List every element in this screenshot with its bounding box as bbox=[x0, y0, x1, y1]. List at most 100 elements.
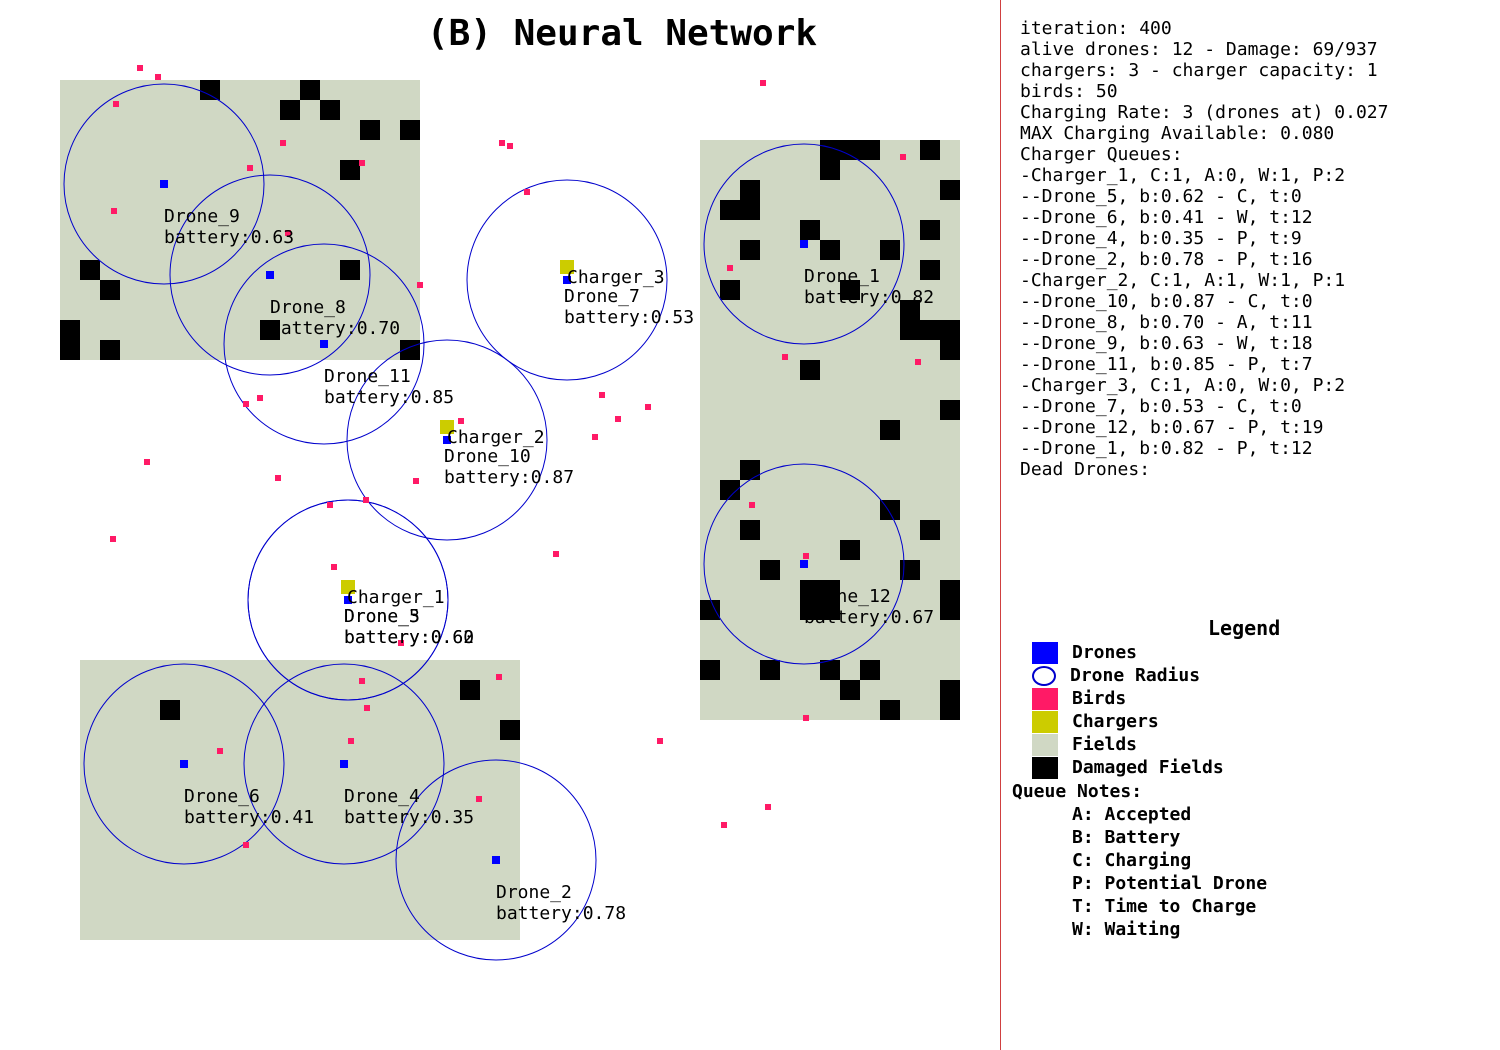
bird bbox=[417, 282, 423, 288]
charger-label: Charger_1 bbox=[347, 587, 445, 608]
damaged-cell bbox=[500, 720, 520, 740]
damaged-cell bbox=[820, 140, 840, 160]
drone-marker bbox=[800, 240, 808, 248]
damaged-cell bbox=[460, 680, 480, 700]
drone-marker bbox=[344, 596, 352, 604]
legend-item: Chargers bbox=[1032, 710, 1159, 733]
damaged-cell bbox=[200, 80, 220, 100]
charger-marker bbox=[440, 420, 454, 434]
drone-radius bbox=[63, 83, 265, 285]
queue-note: T: Time to Charge bbox=[1072, 896, 1257, 917]
bird bbox=[363, 497, 369, 503]
damaged-cell bbox=[880, 240, 900, 260]
damaged-cell bbox=[920, 520, 940, 540]
damaged-cell bbox=[800, 360, 820, 380]
drone-marker bbox=[160, 180, 168, 188]
bird bbox=[803, 715, 809, 721]
legend-label: Drone Radius bbox=[1070, 665, 1201, 686]
damaged-cell bbox=[360, 120, 380, 140]
bird bbox=[364, 705, 370, 711]
stats-line: Dead Drones: bbox=[1020, 459, 1151, 480]
damaged-cell bbox=[280, 100, 300, 120]
bird bbox=[524, 189, 530, 195]
legend-item: Drone Radius bbox=[1032, 664, 1200, 687]
damaged-cell bbox=[940, 580, 960, 600]
damaged-cell bbox=[880, 420, 900, 440]
legend-item: Birds bbox=[1032, 687, 1126, 710]
damaged-cell bbox=[840, 280, 860, 300]
drone-marker bbox=[180, 760, 188, 768]
field-swatch-icon bbox=[1032, 733, 1058, 756]
drone-battery-label: battery:0.82 bbox=[804, 287, 934, 308]
bird bbox=[280, 140, 286, 146]
damaged-cell bbox=[740, 180, 760, 200]
drones-layer bbox=[160, 180, 808, 864]
bird-swatch-icon bbox=[1032, 687, 1058, 710]
damaged-cell bbox=[820, 240, 840, 260]
bird bbox=[348, 738, 354, 744]
legend-label: Drones bbox=[1072, 642, 1138, 663]
bird bbox=[803, 553, 809, 559]
bird bbox=[247, 165, 253, 171]
legend-item: Drones bbox=[1032, 641, 1137, 664]
drone-name-label: Drone_2 bbox=[496, 882, 572, 903]
stats-line: iteration: 400 bbox=[1020, 18, 1172, 39]
legend-label: Damaged Fields bbox=[1072, 757, 1224, 778]
stats-line: Charging Rate: 3 (drones at) 0.027 bbox=[1020, 102, 1389, 123]
stats-line: --Drone_5, b:0.62 - C, t:0 bbox=[1020, 186, 1302, 207]
damaged-cell bbox=[920, 140, 940, 160]
damaged-cell bbox=[920, 320, 940, 340]
charger-marker bbox=[560, 260, 574, 274]
drone-battery-label: battery:0.41 bbox=[184, 807, 314, 828]
drone-name-label: Drone_3 bbox=[344, 606, 420, 627]
damaged-cell bbox=[720, 280, 740, 300]
stats-line: --Drone_7, b:0.53 - C, t:0 bbox=[1020, 396, 1302, 417]
stats-line: --Drone_6, b:0.41 - W, t:12 bbox=[1020, 207, 1313, 228]
bird bbox=[359, 160, 365, 166]
drone-radius-icon bbox=[1032, 665, 1056, 686]
damaged-cell bbox=[860, 660, 880, 680]
bird bbox=[359, 678, 365, 684]
drone-marker bbox=[266, 271, 274, 279]
drone-radius bbox=[703, 463, 905, 665]
damaged-cell bbox=[860, 140, 880, 160]
bird bbox=[243, 842, 249, 848]
drone-radius bbox=[247, 499, 449, 701]
drone-battery-label: battery:0.87 bbox=[444, 467, 574, 488]
drone-battery-label: battery:0.78 bbox=[496, 903, 626, 924]
damaged-cell bbox=[720, 480, 740, 500]
stats-line: --Drone_10, b:0.87 - C, t:0 bbox=[1020, 291, 1313, 312]
legend-title: Legend bbox=[1208, 616, 1281, 640]
damaged-cell bbox=[920, 220, 940, 240]
drone-radius bbox=[703, 143, 905, 345]
damaged-cells-layer bbox=[60, 80, 960, 740]
chargers-layer bbox=[341, 260, 574, 594]
damaged-cell bbox=[880, 700, 900, 720]
drone-marker bbox=[563, 276, 571, 284]
stats-line: --Drone_11, b:0.85 - P, t:7 bbox=[1020, 354, 1313, 375]
damaged-cell bbox=[920, 260, 940, 280]
damaged-cell bbox=[900, 560, 920, 580]
damaged-cell bbox=[740, 460, 760, 480]
drone-name-label: Drone_7 bbox=[564, 286, 640, 307]
drone-name-label: Drone_9 bbox=[164, 206, 240, 227]
damaged-cell bbox=[340, 260, 360, 280]
damaged-cell bbox=[800, 580, 820, 600]
bird bbox=[275, 475, 281, 481]
drone-name-label: Drone_4 bbox=[344, 786, 420, 807]
stats-line: --Drone_2, b:0.78 - P, t:16 bbox=[1020, 249, 1313, 270]
damaged-cell bbox=[740, 240, 760, 260]
queue-note: A: Accepted bbox=[1072, 804, 1192, 825]
damaged-cell bbox=[840, 140, 860, 160]
stats-line: alive drones: 12 - Damage: 69/937 bbox=[1020, 39, 1378, 60]
stats-line: --Drone_8, b:0.70 - A, t:11 bbox=[1020, 312, 1313, 333]
legend-item: Fields bbox=[1032, 733, 1137, 756]
bird bbox=[144, 459, 150, 465]
queue-note: P: Potential Drone bbox=[1072, 873, 1268, 894]
bird bbox=[749, 502, 755, 508]
damaged-cell bbox=[940, 700, 960, 720]
stats-line: -Charger_2, C:1, A:1, W:1, P:1 bbox=[1020, 270, 1346, 291]
bird bbox=[760, 80, 766, 86]
damaged-cell bbox=[820, 580, 840, 600]
